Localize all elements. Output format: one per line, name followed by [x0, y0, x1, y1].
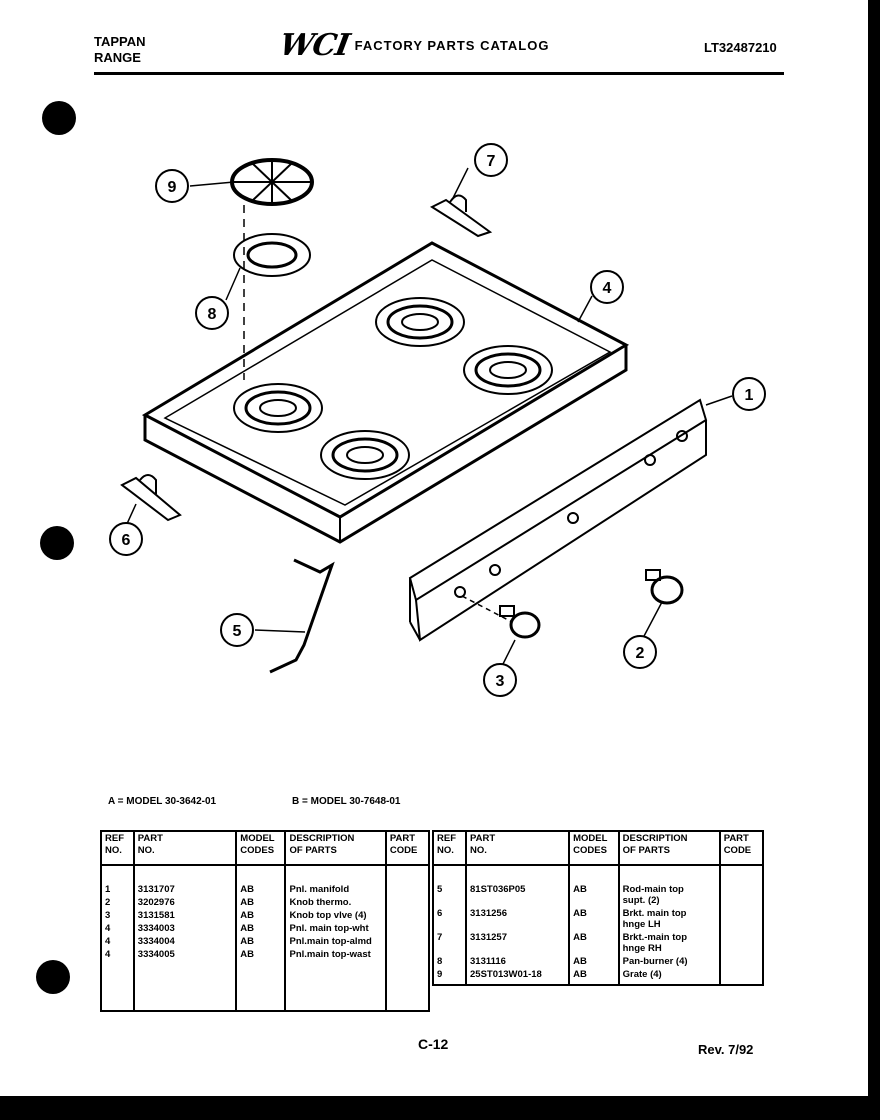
callout-label: 4 [603, 280, 612, 297]
brand-line2: RANGE [94, 50, 141, 65]
callout-label: 7 [487, 153, 496, 170]
binder-hole [40, 526, 74, 560]
hinge-right-part [429, 194, 493, 238]
model-b-label: B = MODEL 30-7648-01 [292, 796, 401, 807]
callout-7 [474, 143, 508, 177]
model-a-label: A = MODEL 30-3642-01 [108, 796, 217, 807]
burner-pans-on-top [233, 297, 553, 480]
page-number: C-12 [418, 1036, 449, 1052]
main-top-panel [141, 241, 630, 544]
burner-pan-part [233, 233, 311, 277]
document-number: LT32487210 [704, 40, 777, 55]
callout-label: 9 [168, 179, 177, 196]
callout-label: 5 [233, 623, 242, 640]
thermo-knob-part [645, 569, 684, 605]
catalog-page: TAPPAN RANGE WCI FACTORY PARTS CATALOG L… [0, 0, 868, 1096]
binder-hole [36, 960, 70, 994]
catalog-title: FACTORY PARTS CATALOG [354, 38, 550, 53]
manifold-panel-part [408, 398, 708, 642]
top-valve-knob-part [499, 605, 541, 639]
hinge-left-part [120, 474, 182, 522]
brand-line1: TAPPAN [94, 34, 146, 49]
callout-label: 3 [496, 673, 505, 690]
callout-label: 8 [208, 306, 217, 323]
callout-8 [195, 296, 229, 330]
callout-5 [220, 613, 254, 647]
callout-label: 2 [636, 645, 645, 662]
binder-hole [42, 101, 76, 135]
callout-2 [623, 635, 657, 669]
callout-6 [109, 522, 143, 556]
support-rod-part [269, 558, 335, 674]
callout-9 [155, 169, 189, 203]
exploded-parts-diagram: 9 8 7 4 1 2 3 5 6 [109, 143, 766, 697]
callout-3 [483, 663, 517, 697]
grate-part [230, 158, 314, 206]
callout-label: 1 [745, 387, 754, 404]
header-rule [94, 72, 784, 75]
callout-label: 6 [122, 532, 131, 549]
brand-block: TAPPAN RANGE [94, 34, 146, 66]
callout-4 [590, 270, 624, 304]
revision-date: Rev. 7/92 [698, 1042, 754, 1057]
catalog-title-block: WCI FACTORY PARTS CATALOG [277, 28, 550, 63]
callout-1 [732, 377, 766, 411]
